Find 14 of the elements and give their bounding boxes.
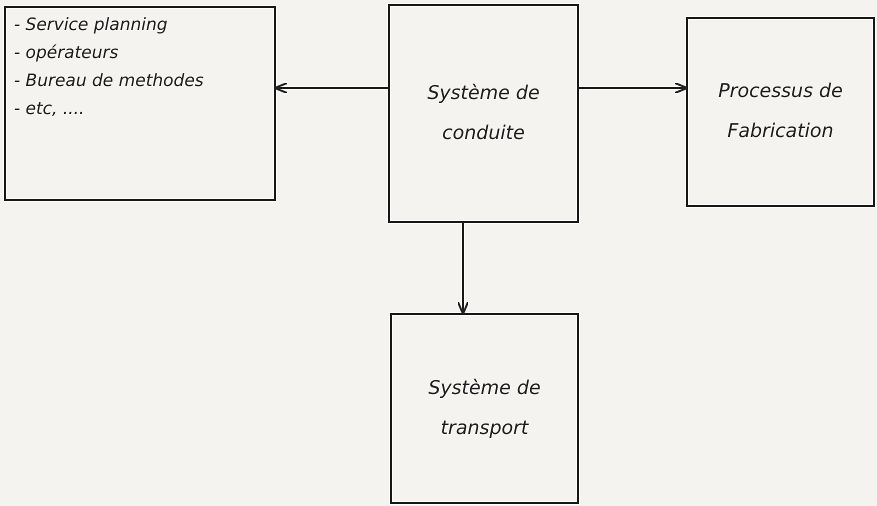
arrow — [579, 82, 688, 94]
list-item: - opérateurs — [14, 42, 120, 65]
arrow — [274, 82, 388, 94]
list-box — [4, 6, 276, 201]
process-box — [390, 313, 579, 504]
list-item: - Bureau de methodes — [14, 70, 205, 93]
list-item: - etc, .... — [14, 98, 86, 121]
process-box — [686, 17, 875, 207]
box-label: Système de transport — [427, 376, 542, 440]
box-label: Processus de Fabrication — [718, 79, 843, 144]
process-box — [388, 4, 579, 223]
box-label: Système de conduite — [426, 80, 541, 146]
list-item: - Service planning — [14, 14, 169, 37]
arrow — [457, 223, 469, 315]
